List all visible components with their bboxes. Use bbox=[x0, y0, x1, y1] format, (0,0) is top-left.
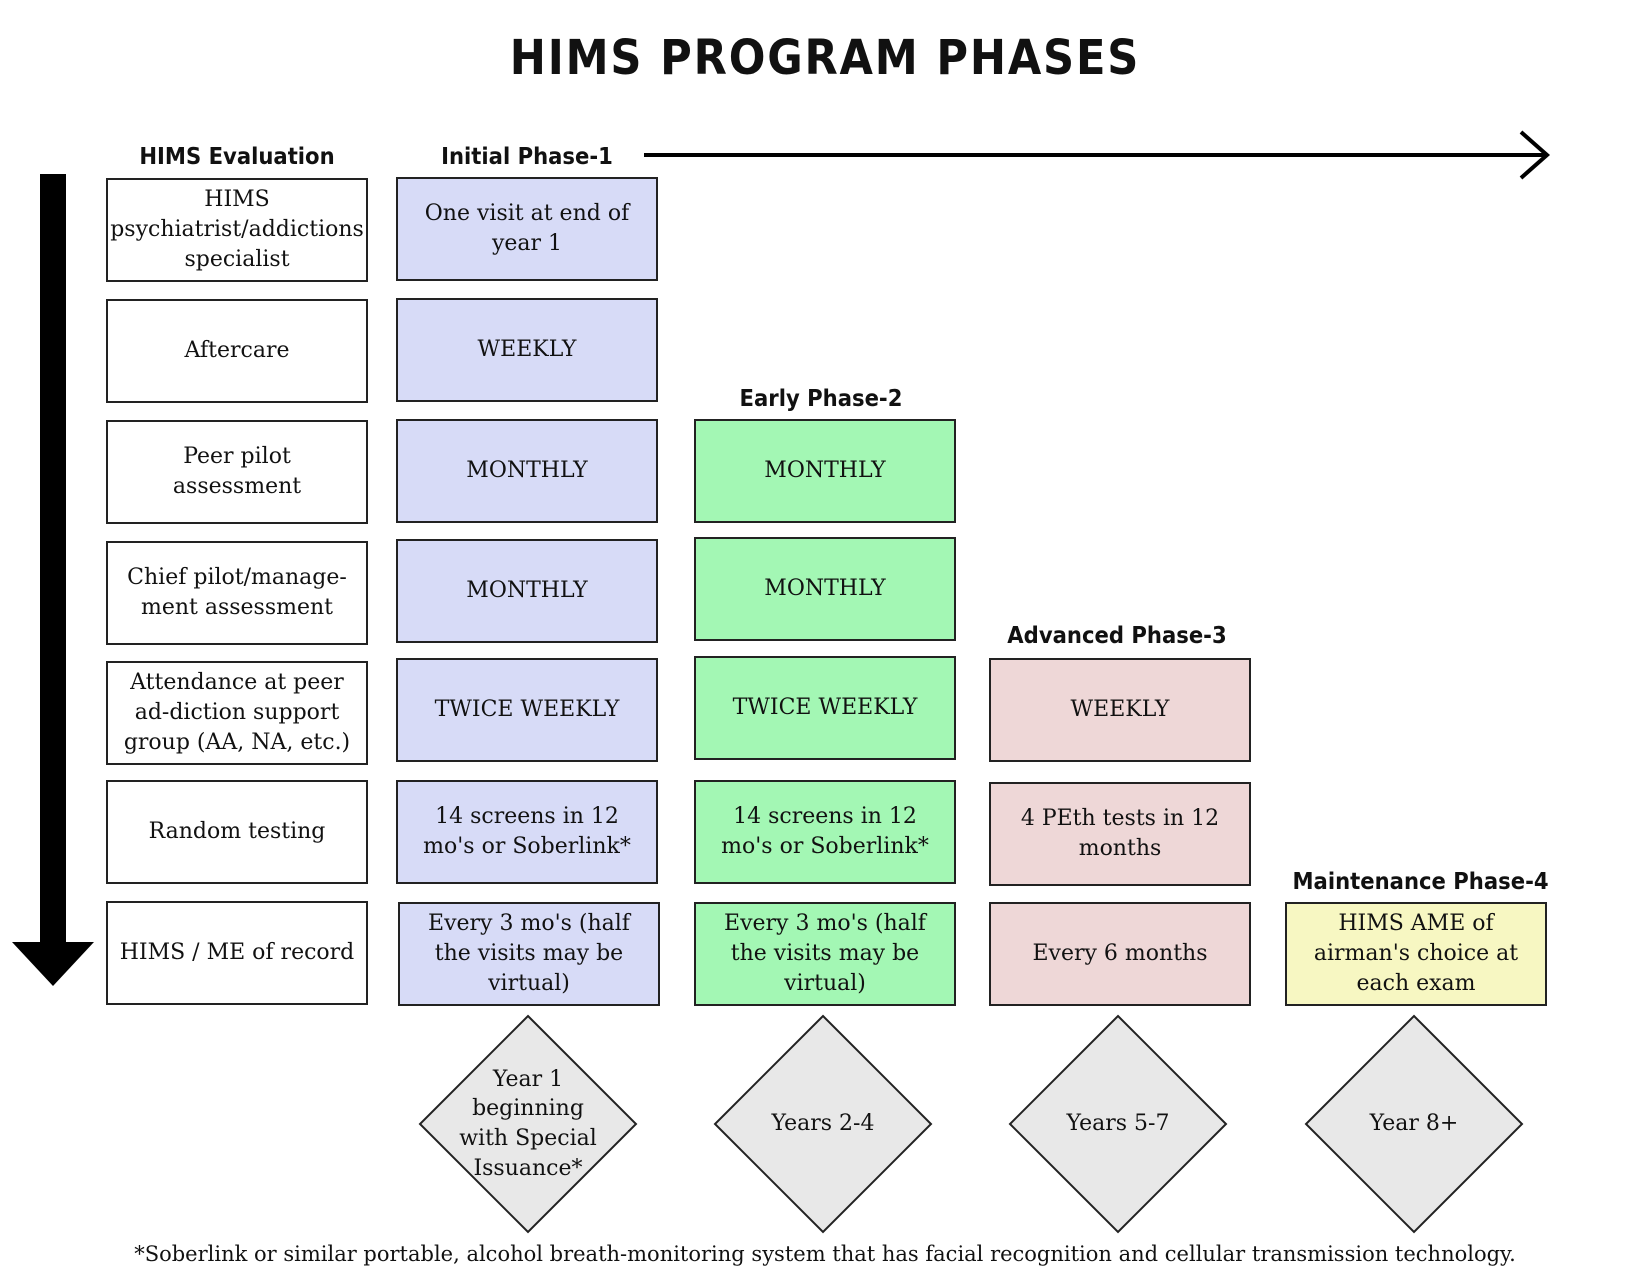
duration-diamond-phase2: Years 2-4 bbox=[713, 1014, 933, 1234]
phase1-random-testing: 14 screens in 12 mo's or Soberlink* bbox=[396, 780, 658, 884]
phase1-aftercare: WEEKLY bbox=[396, 298, 658, 402]
horizontal-arrow-head bbox=[1519, 130, 1551, 180]
duration-diamond-phase4: Year 8+ bbox=[1304, 1014, 1524, 1234]
phase3-random-testing: 4 PEth tests in 12 months bbox=[989, 782, 1251, 886]
header-maintenance-phase-4: Maintenance Phase-4 bbox=[1292, 869, 1549, 895]
duration-label-phase2: Years 2-4 bbox=[771, 1111, 875, 1137]
duration-diamond-phase1: Year 1 beginning with Special Issuance* bbox=[418, 1014, 638, 1234]
header-early-phase-2: Early Phase-2 bbox=[739, 386, 903, 412]
eval-aftercare: Aftercare bbox=[106, 299, 368, 403]
phase1-peer-pilot: MONTHLY bbox=[396, 419, 658, 523]
phase1-chief-pilot: MONTHLY bbox=[396, 539, 658, 643]
vertical-arrow-shaft bbox=[40, 174, 66, 944]
eval-me-of-record: HIMS / ME of record bbox=[106, 901, 368, 1005]
phase2-random-testing: 14 screens in 12 mo's or Soberlink* bbox=[694, 780, 956, 884]
header-initial-phase-1: Initial Phase-1 bbox=[441, 144, 613, 170]
eval-chief-pilot: Chief pilot/manage-ment assessment bbox=[106, 541, 368, 645]
header-hims-evaluation: HIMS Evaluation bbox=[139, 144, 335, 170]
phase2-support-group: TWICE WEEKLY bbox=[694, 656, 956, 760]
phase3-support-group: WEEKLY bbox=[989, 658, 1251, 762]
footnote: *Soberlink or similar portable, alcohol … bbox=[134, 1242, 1516, 1266]
header-advanced-phase-3: Advanced Phase-3 bbox=[1007, 623, 1227, 649]
phase2-chief-pilot: MONTHLY bbox=[694, 537, 956, 641]
eval-support-group: Attendance at peer ad-diction support gr… bbox=[106, 661, 368, 765]
eval-psychiatrist: HIMS psychiatrist/addictions specialist bbox=[106, 178, 368, 282]
phase2-peer-pilot: MONTHLY bbox=[694, 419, 956, 523]
phase4-me-of-record: HIMS AME of airman's choice at each exam bbox=[1285, 902, 1547, 1006]
duration-diamond-phase3: Years 5-7 bbox=[1008, 1014, 1228, 1234]
duration-label-phase1: Year 1 beginning with Special Issuance* bbox=[459, 1066, 597, 1181]
phase3-me-of-record: Every 6 months bbox=[989, 902, 1251, 1006]
phase2-me-of-record: Every 3 mo's (half the visits may be vir… bbox=[694, 902, 956, 1006]
duration-label-phase4: Year 8+ bbox=[1369, 1111, 1459, 1137]
eval-peer-pilot: Peer pilot assessment bbox=[106, 420, 368, 524]
phase1-support-group: TWICE WEEKLY bbox=[396, 658, 658, 762]
phase1-me-of-record: Every 3 mo's (half the visits may be vir… bbox=[398, 902, 660, 1006]
eval-random-testing: Random testing bbox=[106, 780, 368, 884]
page-title: HIMS PROGRAM PHASES bbox=[509, 30, 1141, 86]
duration-label-phase3: Years 5-7 bbox=[1066, 1111, 1170, 1137]
vertical-arrow-head bbox=[12, 942, 94, 986]
phase1-psychiatrist: One visit at end of year 1 bbox=[396, 177, 658, 281]
